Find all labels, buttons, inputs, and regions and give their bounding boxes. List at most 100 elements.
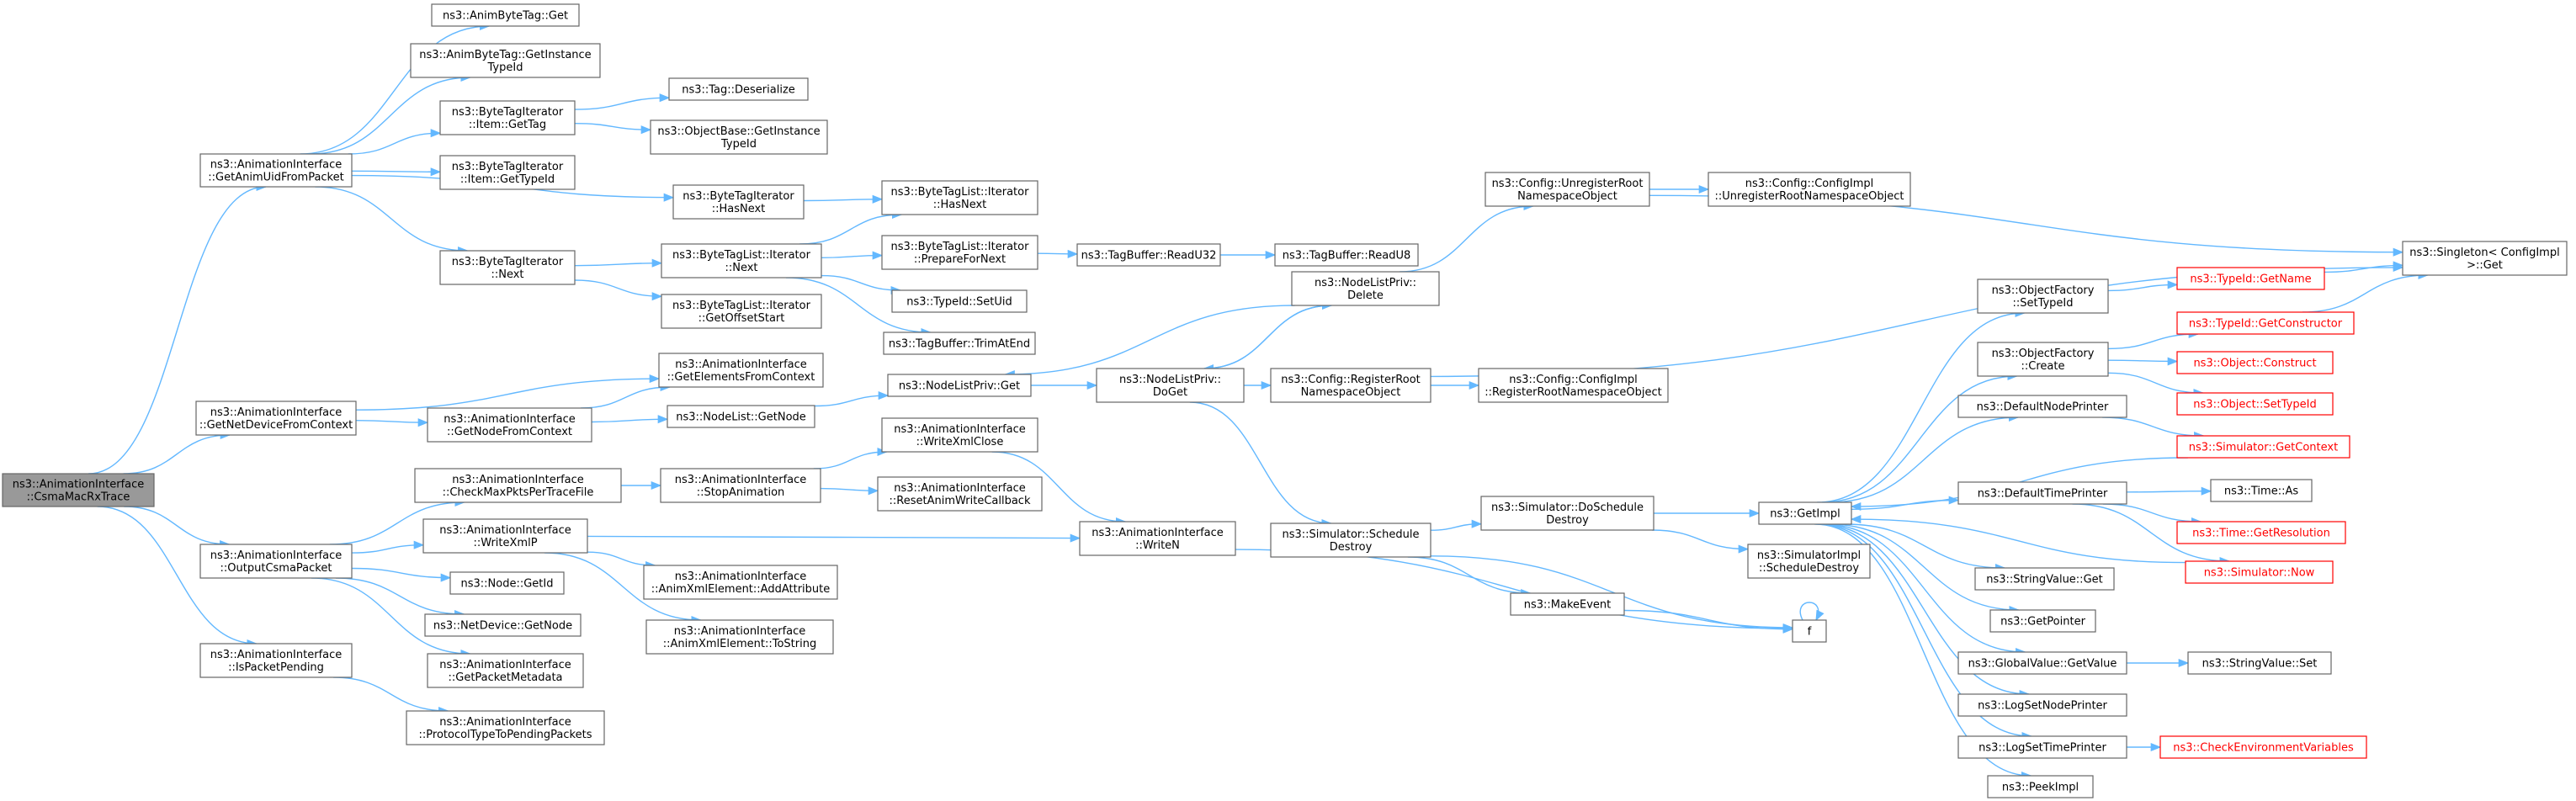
node-get-pointer[interactable]: ns3::GetPointer bbox=[1989, 609, 2096, 633]
node-box bbox=[2176, 392, 2334, 416]
node-type-id-get-name[interactable]: ns3::TypeId::GetName bbox=[2176, 267, 2325, 290]
node-write-xml-close[interactable]: ns3::AnimationInterface::WriteXmlClose bbox=[881, 417, 1038, 453]
node-tag-buf-read-u8[interactable]: ns3::TagBuffer::ReadU8 bbox=[1274, 243, 1419, 267]
node-singleton-get[interactable]: ns3::Singleton< ConfigImpl>::Get bbox=[2402, 241, 2568, 276]
node-label: ::AnimXmlElement::ToString bbox=[663, 638, 816, 650]
call-edge bbox=[1235, 549, 1794, 634]
node-sim-schedule-destroy[interactable]: ns3::Simulator::ScheduleDestroy bbox=[1270, 523, 1431, 558]
node-write-n[interactable]: ns3::AnimationInterface::WriteN bbox=[1079, 521, 1236, 556]
node-bti-has-next[interactable]: ns3::ByteTagIterator::HasNext bbox=[672, 184, 805, 220]
node-peek-impl[interactable]: ns3::PeekImpl bbox=[1987, 775, 2094, 798]
node-object-set-type-id[interactable]: ns3::Object::SetTypeId bbox=[2176, 392, 2334, 416]
node-obj-factory-create[interactable]: ns3::ObjectFactory::Create bbox=[1977, 342, 2109, 377]
node-label: ::GetElementsFromContext bbox=[667, 371, 815, 384]
node-box bbox=[449, 571, 565, 595]
node-anim-byte-tag-get[interactable]: ns3::AnimByteTag::Get bbox=[431, 3, 580, 27]
node-type-id-set-uid[interactable]: ns3::TypeId::SetUid bbox=[891, 289, 1028, 313]
node-label: ns3::AnimationInterface bbox=[894, 482, 1026, 495]
node-make-event[interactable]: ns3::MakeEvent bbox=[1510, 592, 1625, 616]
node-bti-item-get-tag[interactable]: ns3::ByteTagIterator::Item::GetTag bbox=[439, 100, 576, 135]
node-box bbox=[891, 289, 1028, 313]
node-stop-animation[interactable]: ns3::AnimationInterface::StopAnimation bbox=[660, 468, 821, 503]
node-global-value-get-value[interactable]: ns3::GlobalValue::GetValue bbox=[1957, 651, 2127, 675]
node-f[interactable]: f bbox=[1792, 619, 1827, 643]
node-get-anim-uid[interactable]: ns3::AnimationInterface::GetAnimUidFromP… bbox=[199, 153, 353, 188]
node-output-csma[interactable]: ns3::AnimationInterface::OutputCsmaPacke… bbox=[199, 544, 353, 579]
node-node-list-get-node[interactable]: ns3::NodeList::GetNode bbox=[667, 405, 815, 428]
node-sim-get-context[interactable]: ns3::Simulator::GetContext bbox=[2176, 435, 2350, 459]
node-check-env-vars[interactable]: ns3::CheckEnvironmentVariables bbox=[2159, 735, 2367, 759]
node-add-attribute[interactable]: ns3::AnimationInterface::AnimXmlElement:… bbox=[643, 565, 838, 600]
node-label: ::WriteN bbox=[1135, 539, 1180, 552]
node-time-get-resolution[interactable]: ns3::Time::GetResolution bbox=[2176, 521, 2346, 544]
node-is-packet-pending[interactable]: ns3::AnimationInterface::IsPacketPending bbox=[199, 643, 353, 678]
call-edge bbox=[2126, 486, 2212, 496]
node-btl-iter-get-offset[interactable]: ns3::ByteTagList::Iterator::GetOffsetSta… bbox=[661, 294, 822, 329]
node-box bbox=[877, 476, 1043, 512]
node-sim-impl-schedule-destroy[interactable]: ns3::SimulatorImpl::ScheduleDestroy bbox=[1747, 544, 1871, 579]
node-obj-factory-set-type-id[interactable]: ns3::ObjectFactory::SetTypeId bbox=[1977, 278, 2109, 314]
node-box bbox=[1758, 501, 1852, 525]
node-config-impl-unregister[interactable]: ns3::Config::ConfigImpl::UnregisterRootN… bbox=[1708, 172, 1911, 207]
node-sim-now[interactable]: ns3::Simulator::Now bbox=[2185, 560, 2334, 584]
node-tag-deserialize[interactable]: ns3::Tag::Deserialize bbox=[668, 77, 809, 101]
call-edge bbox=[335, 577, 465, 619]
node-log-set-node-printer[interactable]: ns3::LogSetNodePrinter bbox=[1957, 693, 2127, 717]
node-type-id-get-constructor[interactable]: ns3::TypeId::GetConstructor bbox=[2176, 311, 2355, 335]
node-get-elements[interactable]: ns3::AnimationInterface::GetElementsFrom… bbox=[658, 353, 824, 388]
node-label: ns3::NodeListPriv:: bbox=[1119, 374, 1221, 386]
call-edge bbox=[1822, 371, 2018, 503]
call-edge bbox=[329, 497, 465, 545]
node-node-list-priv-do-get[interactable]: ns3::NodeListPriv::DoGet bbox=[1096, 368, 1245, 403]
node-config-impl-register[interactable]: ns3::Config::ConfigImpl::RegisterRootNam… bbox=[1478, 368, 1669, 403]
node-box bbox=[2176, 435, 2350, 459]
node-node-get-id[interactable]: ns3::Node::GetId bbox=[449, 571, 565, 595]
call-edge bbox=[2102, 503, 2202, 527]
node-label: TypeId bbox=[487, 61, 523, 74]
node-default-node-printer[interactable]: ns3::DefaultNodePrinter bbox=[1957, 395, 2127, 418]
node-label: ns3::Object::SetTypeId bbox=[2193, 399, 2316, 411]
node-time-as[interactable]: ns3::Time::As bbox=[2210, 479, 2313, 502]
call-edge bbox=[124, 506, 231, 549]
node-net-device-get-node[interactable]: ns3::NetDevice::GetNode bbox=[424, 613, 582, 637]
node-btl-iter-next[interactable]: ns3::ByteTagList::Iterator::Next bbox=[661, 243, 822, 278]
node-default-time-printer[interactable]: ns3::DefaultTimePrinter bbox=[1957, 481, 2127, 505]
node-tag-buf-read-u32[interactable]: ns3::TagBuffer::ReadU32 bbox=[1076, 243, 1221, 267]
node-box bbox=[439, 100, 576, 135]
node-check-max-pkts[interactable]: ns3::AnimationInterface::CheckMaxPktsPer… bbox=[414, 468, 622, 503]
node-box bbox=[199, 643, 353, 678]
node-box bbox=[881, 235, 1038, 270]
node-box bbox=[414, 468, 622, 503]
node-string-value-set[interactable]: ns3::StringValue::Set bbox=[2187, 651, 2332, 675]
node-get-impl[interactable]: ns3::GetImpl bbox=[1758, 501, 1852, 525]
node-node-list-priv-get[interactable]: ns3::NodeListPriv::Get bbox=[887, 374, 1032, 397]
node-get-node-from-ctx[interactable]: ns3::AnimationInterface::GetNodeFromCont… bbox=[427, 407, 592, 443]
node-config-unregister[interactable]: ns3::Config::UnregisterRootNamespaceObje… bbox=[1485, 172, 1650, 207]
node-log-set-time-printer[interactable]: ns3::LogSetTimePrinter bbox=[1957, 735, 2127, 759]
node-get-net-device[interactable]: ns3::AnimationInterface::GetNetDeviceFro… bbox=[195, 400, 357, 436]
node-node-list-priv-delete[interactable]: ns3::NodeListPriv::Delete bbox=[1291, 271, 1440, 306]
node-to-string[interactable]: ns3::AnimationInterface::AnimXmlElement:… bbox=[645, 619, 834, 655]
node-tag-buf-trim[interactable]: ns3::TagBuffer::TrimAtEnd bbox=[883, 332, 1036, 355]
node-reset-anim-write[interactable]: ns3::AnimationInterface::ResetAnimWriteC… bbox=[877, 476, 1043, 512]
node-btl-iter-prepare[interactable]: ns3::ByteTagList::Iterator::PrepareForNe… bbox=[881, 235, 1038, 270]
node-box bbox=[199, 544, 353, 579]
node-write-xml-p[interactable]: ns3::AnimationInterface::WriteXmlP bbox=[422, 518, 588, 554]
node-bti-next[interactable]: ns3::ByteTagIterator::Next bbox=[439, 250, 576, 285]
node-get-packet-metadata[interactable]: ns3::AnimationInterface::GetPacketMetada… bbox=[427, 653, 584, 688]
node-string-value-get[interactable]: ns3::StringValue::Get bbox=[1974, 567, 2115, 591]
node-label: ns3::ByteTagIterator bbox=[683, 190, 794, 203]
node-btl-iter-has-next[interactable]: ns3::ByteTagList::Iterator::HasNext bbox=[881, 180, 1038, 215]
node-box bbox=[658, 353, 824, 388]
node-protocol-type[interactable]: ns3::AnimationInterface::ProtocolTypeToP… bbox=[406, 710, 605, 745]
node-config-register[interactable]: ns3::Config::RegisterRootNamespaceObject bbox=[1270, 368, 1431, 403]
node-box bbox=[661, 243, 822, 278]
node-bti-item-get-type-id[interactable]: ns3::ByteTagIterator::Item::GetTypeId bbox=[439, 155, 576, 190]
node-root[interactable]: ns3::AnimationInterface::CsmaMacRxTrace bbox=[2, 473, 155, 507]
node-label: ns3::DefaultNodePrinter bbox=[1977, 401, 2109, 414]
node-box bbox=[199, 153, 353, 188]
node-object-construct[interactable]: ns3::Object::Construct bbox=[2176, 351, 2334, 374]
